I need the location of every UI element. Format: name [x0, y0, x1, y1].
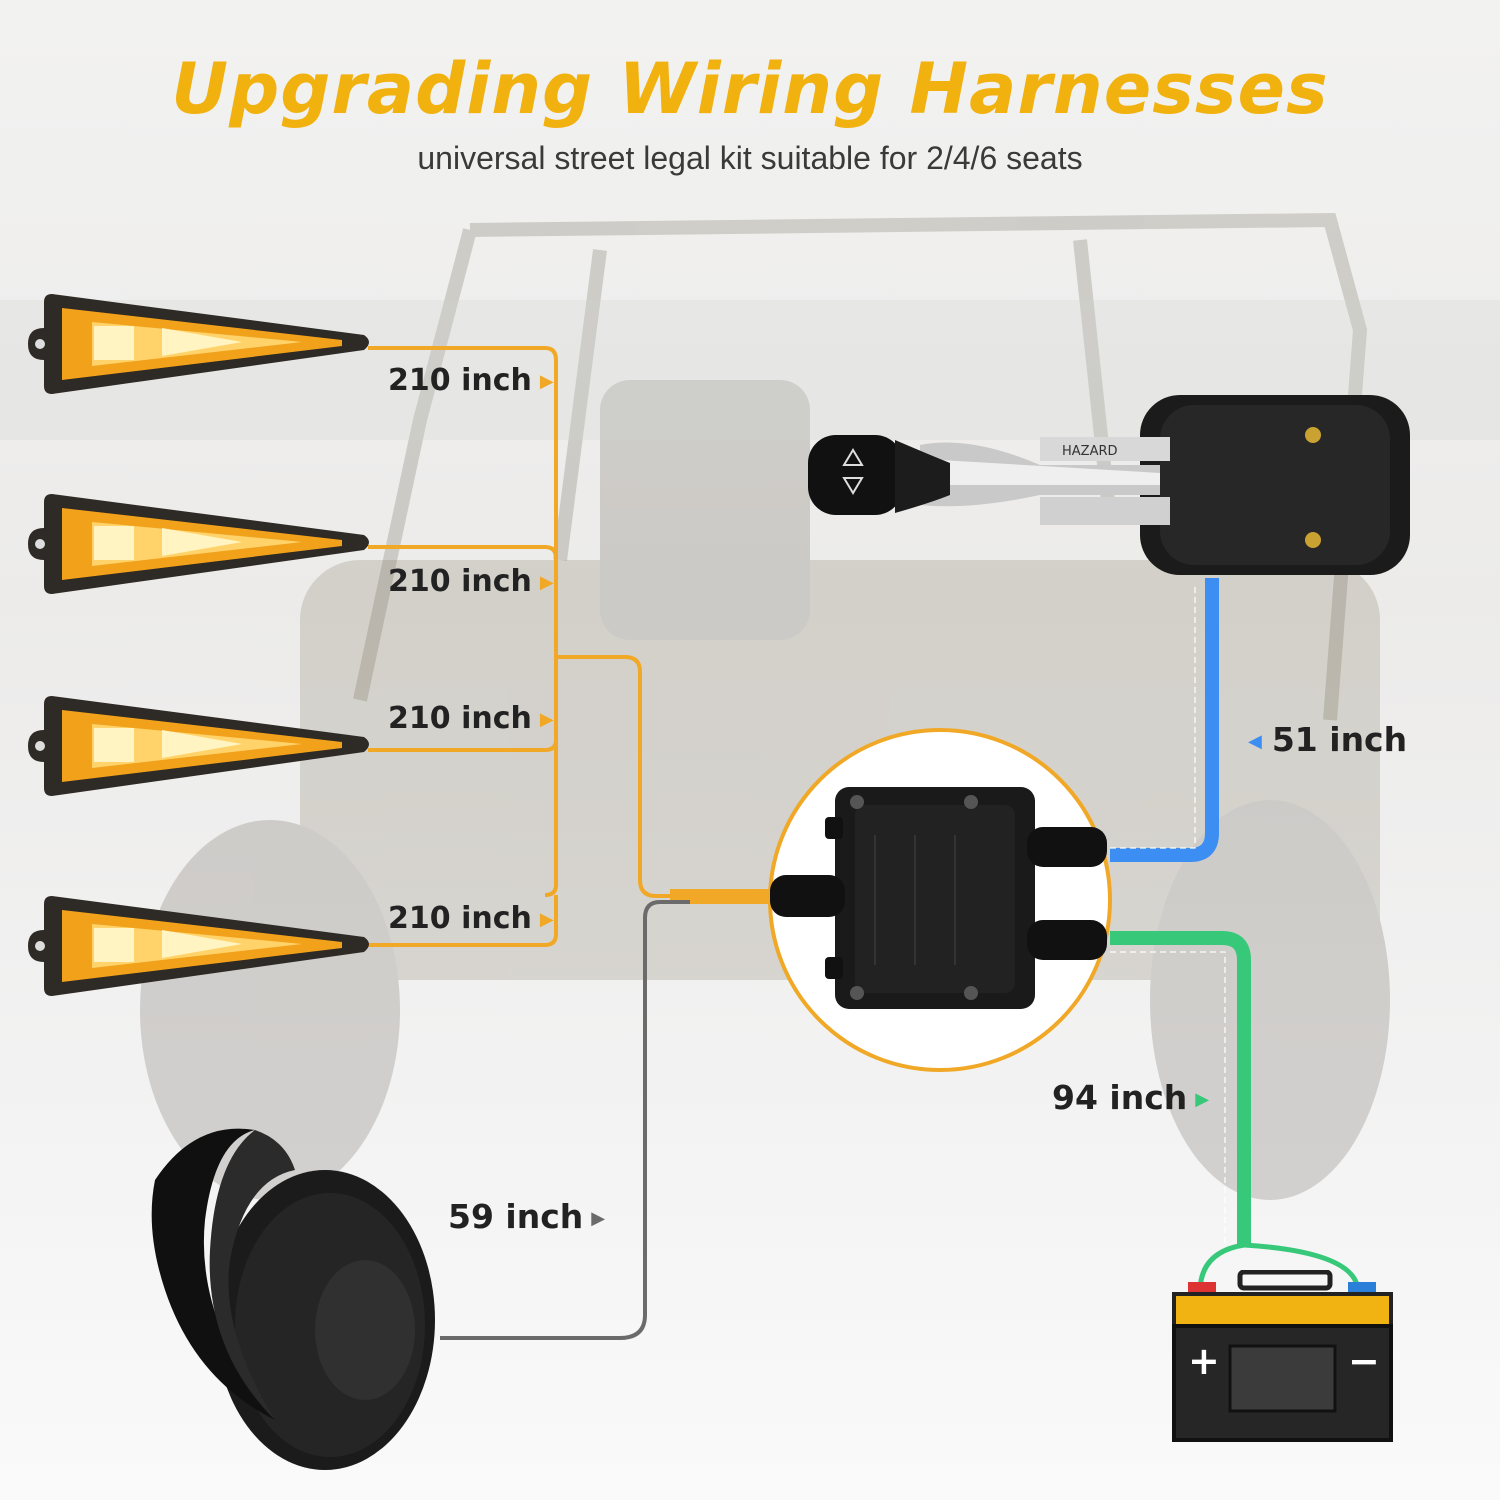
battery: + − — [1172, 1270, 1393, 1442]
arrow-left-icon: ◀ — [1248, 731, 1262, 752]
arrow-right-icon: ▶ — [591, 1208, 606, 1229]
arrow-right-icon: ▶ — [539, 572, 554, 593]
amber-wire-3 — [368, 895, 558, 947]
wire-length-label-light-2: 210 inch▶ — [388, 564, 554, 599]
turn-signal-switch: HAZARD — [808, 395, 1410, 575]
wire-length-label-battery: 94 inch▶ — [1052, 1078, 1210, 1117]
gray-wire — [440, 900, 690, 1340]
amber-wire-1 — [368, 346, 558, 897]
blue-wire — [1110, 578, 1219, 862]
arrow-right-icon: ▶ — [539, 709, 554, 730]
amber-wire-main — [556, 655, 770, 898]
horn — [151, 1128, 435, 1470]
arrow-right-icon: ▶ — [1195, 1089, 1210, 1110]
turn-signal-light-2 — [28, 494, 369, 594]
battery-minus-sign: − — [1348, 1339, 1380, 1383]
wire-length-label-switch: ◀51 inch — [1248, 720, 1408, 759]
wire-length-label-light-1: 210 inch▶ — [388, 363, 554, 398]
turn-signal-light-4 — [28, 896, 369, 996]
turn-signal-light-3 — [28, 696, 369, 796]
wire-length-label-horn: 59 inch▶ — [448, 1197, 606, 1236]
wire-length-label-light-3: 210 inch▶ — [388, 701, 554, 736]
arrow-right-icon: ▶ — [539, 909, 554, 930]
wire-length-label-light-4: 210 inch▶ — [388, 901, 554, 936]
battery-plus-sign: + — [1188, 1339, 1220, 1383]
amber-wire-sleeve — [670, 889, 770, 904]
green-wire — [1110, 931, 1251, 1245]
arrow-right-icon: ▶ — [539, 371, 554, 392]
hazard-label: HAZARD — [1062, 444, 1118, 459]
amber-wire-2 — [368, 545, 558, 752]
junction-box — [768, 728, 1112, 1072]
page-title: Upgrading Wiring Harnesses — [171, 48, 1329, 130]
turn-signal-light-1 — [28, 294, 369, 394]
page-subtitle: universal street legal kit suitable for … — [417, 140, 1083, 176]
